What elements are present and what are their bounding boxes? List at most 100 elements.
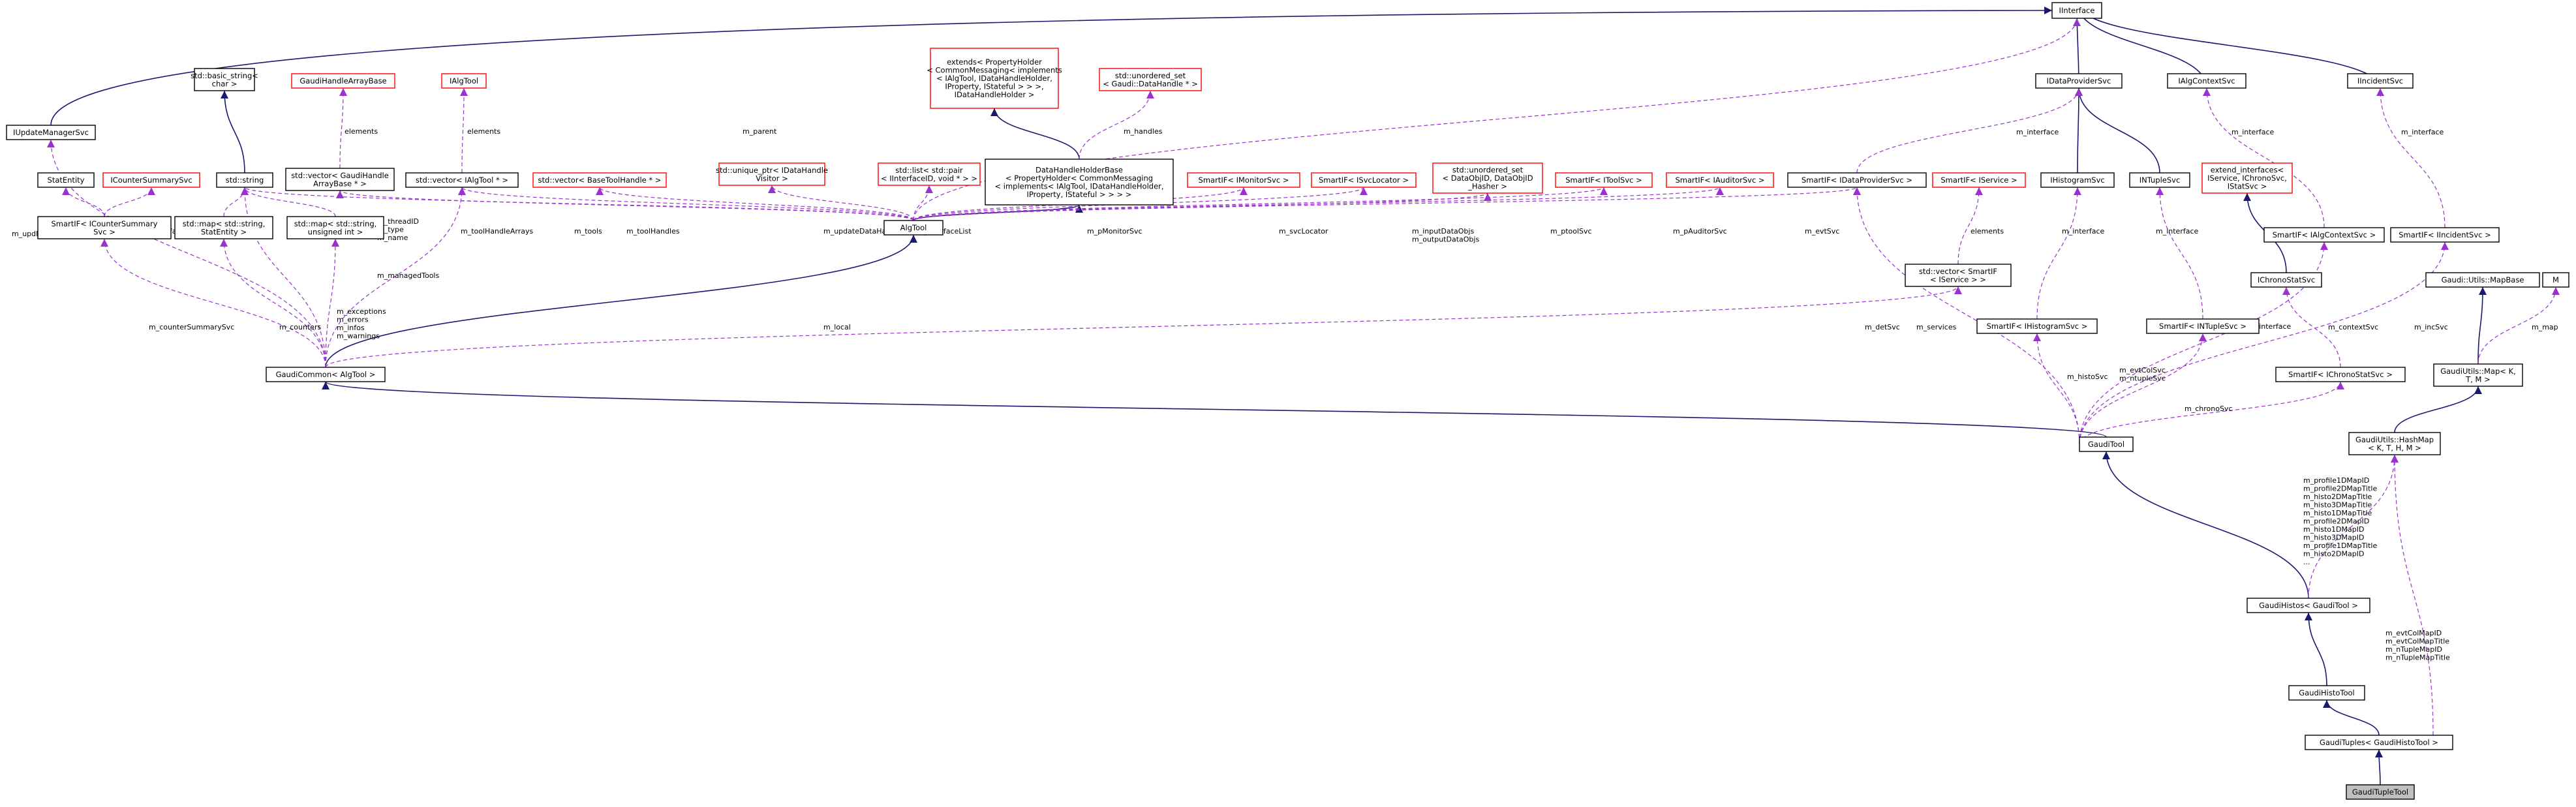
node-smartif-iauditorsvc[interactable]: SmartIF< IAuditorSvc > bbox=[1666, 172, 1774, 188]
node-smartif-intuplesvc[interactable]: SmartIF< INTupleSvc > bbox=[2146, 318, 2260, 334]
node-vector-smartif-iservice[interactable]: std::vector< SmartIF< IService > > bbox=[1905, 264, 2012, 287]
node-ichronostatsvc[interactable]: IChronoStatSvc bbox=[2250, 272, 2322, 288]
node-gauditool[interactable]: GaudiTool bbox=[2079, 436, 2134, 452]
edge-label-m-tools: m_tools bbox=[574, 227, 602, 236]
usage-edge bbox=[2391, 454, 2434, 736]
edge-label-m-histosvc: m_histoSvc bbox=[2067, 373, 2108, 381]
node-std-string[interactable]: std::string bbox=[216, 172, 273, 188]
node-iupdatemanagersvc[interactable]: IUpdateManagerSvc bbox=[6, 125, 96, 140]
node-label: GaudiTuples< GaudiHistoTool > bbox=[2320, 738, 2438, 747]
edge-label-m-toolhandlearrays: m_toolHandleArrays bbox=[461, 227, 533, 236]
node-ialgtool[interactable]: IAlgTool bbox=[441, 73, 487, 89]
node-smartif-ihistogramsvc[interactable]: SmartIF< IHistogramSvc > bbox=[1976, 318, 2098, 334]
node-datahandleholderbase[interactable]: DataHandleHolderBase< PropertyHolder< Co… bbox=[985, 159, 1174, 206]
node-gaudicommon-algtool[interactable]: GaudiCommon< AlgTool > bbox=[266, 367, 386, 382]
node-label: SmartIF< IChronoStatSvc > bbox=[2288, 370, 2393, 379]
node-label: _Hasher > bbox=[1467, 182, 1507, 191]
node-gaudihistotool[interactable]: GaudiHistoTool bbox=[2288, 685, 2365, 701]
edge-label-m-chronosvc: m_chronoSvc bbox=[2185, 404, 2233, 413]
usage-edge bbox=[2033, 333, 2080, 445]
node-label: std::map< std::string, bbox=[294, 219, 377, 228]
node-label: std::map< std::string, bbox=[183, 219, 266, 228]
node-vector-gaudihandlearray[interactable]: std::vector< GaudiHandleArrayBase * > bbox=[285, 168, 395, 191]
node-label: < CommonMessaging< implements bbox=[927, 66, 1062, 75]
node-gaudiutils-mapbase[interactable]: Gaudi::Utils::MapBase bbox=[2425, 272, 2540, 288]
usage-edge bbox=[913, 187, 1608, 221]
node-smartif-iservice[interactable]: SmartIF< IService > bbox=[1932, 172, 2026, 188]
inheritance-edge bbox=[2305, 612, 2327, 686]
edge-label-m-evtsvc: m_evtSvc bbox=[1805, 227, 1839, 236]
node-iinterface[interactable]: IInterface bbox=[2051, 2, 2102, 19]
node-ialgcontextsvc[interactable]: IAlgContextSvc bbox=[2167, 73, 2246, 89]
node-m[interactable]: M bbox=[2542, 272, 2569, 288]
edge-label-histo-maps: m_profile2DMapTitle bbox=[2303, 485, 2377, 493]
node-label: SmartIF< ICounterSummary bbox=[51, 219, 157, 228]
node-smartif-icountersummarysvc[interactable]: SmartIF< ICounterSummarySvc > bbox=[37, 216, 172, 239]
node-smartif-ialgcontextsvc[interactable]: SmartIF< IAlgContextSvc > bbox=[2263, 227, 2385, 243]
edge-label-m-interface-nt: m_interface bbox=[2156, 227, 2199, 236]
node-unordered-set-handle[interactable]: std::unordered_set< Gaudi::DataHandle * … bbox=[1099, 68, 1202, 91]
node-label: IDataProviderSvc bbox=[2047, 76, 2111, 85]
usage-edge bbox=[2308, 454, 2399, 599]
node-extends[interactable]: extends< PropertyHolder< CommonMessaging… bbox=[927, 48, 1062, 109]
node-gauditupletool[interactable]: GaudiTupleTool bbox=[2346, 784, 2415, 800]
node-iincidentsvc[interactable]: IIncidentSvc bbox=[2347, 73, 2414, 89]
node-gaudihistos-gauditool[interactable]: GaudiHistos< GaudiTool > bbox=[2246, 598, 2370, 613]
node-map-statentity[interactable]: std::map< std::string,StatEntity > bbox=[174, 216, 273, 239]
node-basic-string[interactable]: std::basic_string<char > bbox=[191, 68, 258, 91]
edge-label-histo-maps: m_profile1DMapID bbox=[2303, 476, 2369, 485]
node-label: IIncidentSvc bbox=[2357, 76, 2403, 85]
node-gaudiutils-hashmap[interactable]: GaudiUtils::HashMap< K, T, H, M > bbox=[2348, 432, 2441, 455]
node-smartif-iincidentsvc[interactable]: SmartIF< IIncidentSvc > bbox=[2390, 227, 2500, 243]
node-label: SmartIF< IHistogramSvc > bbox=[1987, 322, 2088, 331]
inheritance-edge bbox=[990, 108, 1080, 160]
usage-edge bbox=[2079, 381, 2344, 445]
node-label: extend_interfaces< bbox=[2211, 166, 2284, 175]
node-label: std::vector< BaseToolHandle * > bbox=[538, 175, 662, 185]
node-map-unsigned[interactable]: std::map< std::string,unsigned int > bbox=[286, 216, 384, 239]
node-gaudituples-gaudihistotool[interactable]: GaudiTuples< GaudiHistoTool > bbox=[2305, 735, 2453, 750]
node-label: SmartIF< IToolSvc > bbox=[1565, 175, 1642, 185]
node-vector-basetoolhandle[interactable]: std::vector< BaseToolHandle * > bbox=[532, 172, 667, 188]
node-smartif-ichronostatsvc[interactable]: SmartIF< IChronoStatSvc > bbox=[2275, 367, 2406, 382]
node-vector-ialgtool[interactable]: std::vector< IAlgTool * > bbox=[405, 172, 519, 188]
node-label: < Gaudi::DataHandle * > bbox=[1103, 79, 1198, 88]
node-label: IProperty, IStateful > > > > bbox=[1027, 190, 1132, 199]
node-smartif-isvclocator[interactable]: SmartIF< ISvcLocator > bbox=[1311, 172, 1417, 188]
edge-label-m-exceptions: m_warnings bbox=[337, 332, 380, 341]
node-label: std::string bbox=[226, 175, 264, 185]
node-label: < K, T, H, M > bbox=[2368, 443, 2421, 452]
edge-label-histo-maps: m_histo2DMapID bbox=[2303, 550, 2364, 558]
node-label: GaudiUtils::Map< K, bbox=[2440, 367, 2516, 376]
node-label: IStatSvc > bbox=[2228, 182, 2267, 191]
usage-edge bbox=[1079, 90, 1154, 160]
edge-label-tuple-maps: m_nTupleMapID bbox=[2385, 645, 2442, 654]
node-smartif-imonitorsvc[interactable]: SmartIF< IMonitorSvc > bbox=[1187, 172, 1300, 188]
node-gaudiutils-map[interactable]: GaudiUtils::Map< K,T, M > bbox=[2433, 363, 2523, 387]
edge-label-tuple-maps: m_evtColMapTitle bbox=[2385, 637, 2449, 646]
node-unordered-set-dataobjid[interactable]: std::unordered_set< DataObjID, DataObjID… bbox=[1432, 162, 1543, 194]
node-label: < IInterfaceID, void * > > bbox=[881, 174, 977, 183]
node-label: GaudiHistoTool bbox=[2299, 688, 2354, 697]
node-label: GaudiHistos< GaudiTool > bbox=[2259, 601, 2358, 610]
node-ihistogramsvc[interactable]: IHistogramSvc bbox=[2040, 172, 2115, 188]
edge-label-elements-ialg: elements bbox=[467, 127, 500, 136]
node-list-pair[interactable]: std::list< std::pair< IInterfaceID, void… bbox=[878, 162, 981, 186]
node-gaudihandlearraybase[interactable]: GaudiHandleArrayBase bbox=[291, 73, 395, 89]
usage-edge bbox=[913, 187, 1368, 221]
node-intuplesvc[interactable]: INTupleSvc bbox=[2129, 172, 2190, 188]
node-extend-interfaces[interactable]: extend_interfaces<IService, IChronoSvc,I… bbox=[2201, 162, 2293, 194]
node-smartif-idataprovidersvc[interactable]: SmartIF< IDataProviderSvc > bbox=[1787, 172, 1927, 188]
usage-edge bbox=[223, 187, 249, 217]
edge-label-histo-maps: m_histo3DMapTitle bbox=[2303, 501, 2372, 510]
node-label: std::vector< GaudiHandle bbox=[291, 171, 389, 180]
node-smartif-itoolsvc[interactable]: SmartIF< IToolSvc > bbox=[1555, 172, 1653, 188]
node-label: SmartIF< IDataProviderSvc > bbox=[1802, 175, 1912, 185]
node-icountersummarysvc[interactable]: ICounterSummarySvc bbox=[102, 172, 200, 188]
node-statentity[interactable]: StatEntity bbox=[37, 172, 95, 188]
node-algtool[interactable]: AlgTool bbox=[883, 220, 943, 236]
node-label: < IAlgTool, IDataHandleHolder, bbox=[936, 74, 1052, 83]
node-idataprovidersvc[interactable]: IDataProviderSvc bbox=[2035, 73, 2123, 89]
usage-edge bbox=[336, 190, 914, 221]
